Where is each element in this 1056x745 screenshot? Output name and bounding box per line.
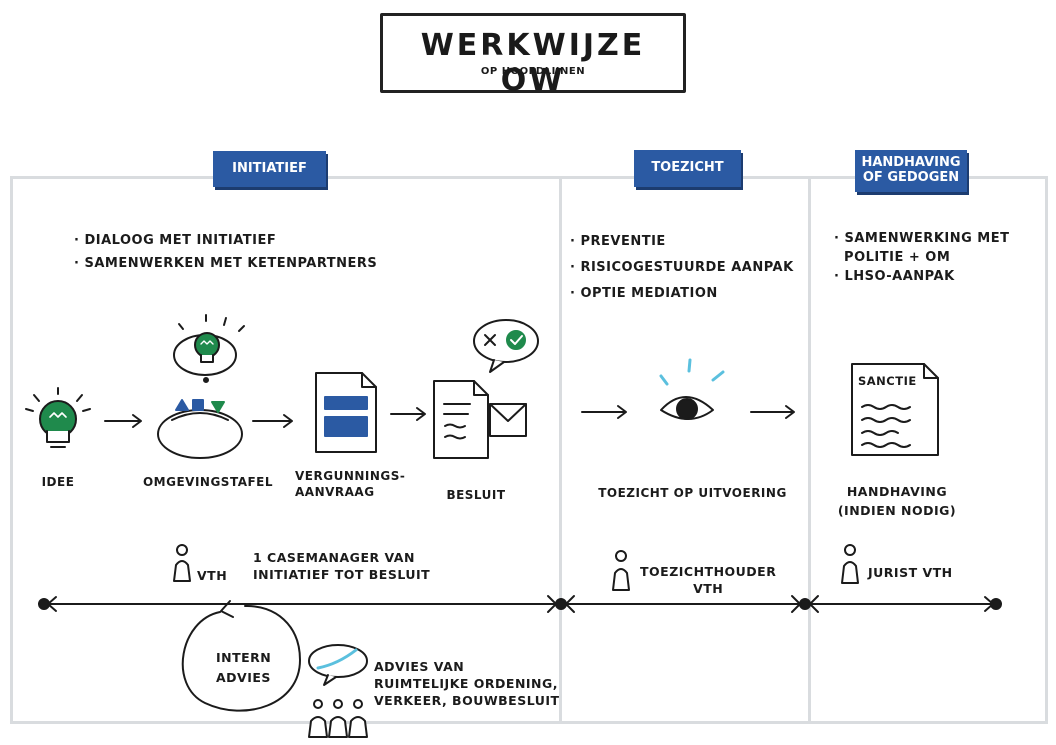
arrow: [390, 407, 426, 421]
intern-advies-label: INTERN ADVIES: [216, 650, 272, 685]
lightbulb-icon: [25, 387, 91, 448]
besluit-icon: [433, 380, 527, 459]
step-label-omgevingstafel: OMGEVINGSTAFEL: [142, 475, 274, 489]
speech-bubble-icon: [473, 319, 539, 373]
diagram-title: WERKWIJZE OW: [420, 28, 646, 98]
arrow: [104, 414, 142, 428]
handhaving-bullets: · SAMENWERKING MET POLITIE + OM · LHSO-A…: [834, 229, 1010, 286]
bullet-item: · OPTIE MEDIATION: [570, 286, 718, 301]
step-label-besluit: BESLUIT: [446, 488, 506, 502]
role-text-casemanager: 1 CASEMANAGER VAN INITIATIEF TOT BESLUIT: [253, 550, 431, 582]
step-label-vergunningsaanvraag: VERGUNNINGS- AANVRAAG: [295, 469, 406, 499]
advies-text: ADVIES VAN RUIMTELIJKE ORDENING, VERKEER…: [374, 659, 560, 708]
person-icon: [612, 550, 630, 591]
phase-label-initiatief: INITIATIEF: [213, 151, 326, 187]
person-icon: [173, 544, 191, 582]
document-icon: [315, 372, 377, 453]
phase-label-handhaving: HANDHAVING OF GEDOGEN: [855, 150, 967, 192]
person-group-icon: [308, 699, 368, 738]
role-tag-vth: VTH: [197, 568, 228, 583]
arrow: [581, 405, 627, 419]
arrow: [252, 414, 293, 428]
bullet-item: · RISICOGESTUURDE AANPAK: [570, 260, 794, 275]
step-label-toezicht-op-uitvoering: TOEZICHT OP UITVOERING: [598, 486, 787, 500]
timeline: [38, 595, 1002, 613]
eye-icon: [659, 358, 725, 420]
role-text-jurist: JURIST VTH: [868, 565, 953, 580]
role-text-toezichthouder: TOEZICHTHOUDER VTH: [640, 564, 777, 596]
bullet-item: · LHSO-AANPAK: [834, 269, 955, 284]
toezicht-bullets: · PREVENTIE · RISICOGESTUURDE AANPAK · O…: [570, 229, 794, 307]
step-label-idee: IDEE: [41, 475, 75, 489]
person-icon: [841, 544, 859, 584]
sanctie-label: SANCTIE: [858, 374, 917, 388]
advies-bubble-icon: [308, 644, 368, 686]
sanctie-document-icon: [851, 363, 939, 456]
phase-label-toezicht: TOEZICHT: [634, 150, 741, 187]
intern-advies-cycle-icon: [181, 600, 301, 712]
omgevingstafel-icon: [157, 314, 245, 459]
arrow: [750, 405, 795, 419]
diagram-subtitle: OP HOOFDLIJNEN: [480, 66, 586, 77]
bullet-item: · PREVENTIE: [570, 234, 666, 249]
title-box: WERKWIJZE OW OP HOOFDLIJNEN: [380, 13, 686, 98]
bullet-item: · DIALOOG MET INITIATIEF: [74, 233, 277, 248]
bullet-item: · SAMENWERKING MET POLITIE + OM: [834, 231, 1010, 265]
frame-bottom-line: [559, 721, 1048, 724]
bullet-item: · SAMENWERKEN MET KETENPARTNERS: [74, 256, 378, 271]
step-label-handhaving: HANDHAVING (INDIEN NODIG): [837, 484, 957, 518]
initiatief-bullets: · DIALOOG MET INITIATIEF · SAMENWERKEN M…: [74, 229, 377, 275]
